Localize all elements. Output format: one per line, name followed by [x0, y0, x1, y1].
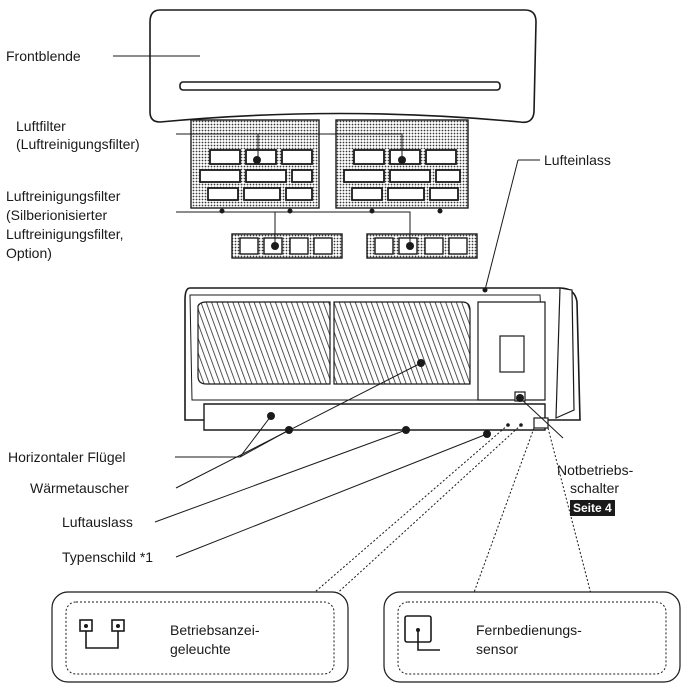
label-luftreinigungsfilter-line2: (Silberionisierter — [6, 207, 108, 223]
label-typenschild: Typenschild *1 — [62, 549, 154, 565]
remote-sensor-callout-box — [383, 591, 681, 683]
label-luftreinigungsfilter-line4: Option) — [6, 245, 52, 261]
label-waermetauscher: Wärmetauscher — [30, 480, 129, 496]
purifying-filters-drawing — [231, 233, 478, 259]
label-fernbedienung-line2: sensor — [476, 641, 519, 657]
label-notbetriebs-line2: schalter — [570, 480, 620, 496]
label-luftreinigungsfilter-line3: Luftreinigungsfilter, — [6, 226, 124, 242]
label-luftauslass: Luftauslass — [62, 514, 133, 530]
callout-guides — [307, 424, 593, 599]
indicator-lamp-callout-box — [51, 591, 349, 683]
front-panel-drawing — [149, 9, 537, 124]
label-luftfilter-line1: Luftfilter — [16, 118, 66, 134]
label-frontblende: Frontblende — [6, 48, 81, 64]
label-luftreinigungsfilter-line1: Luftreinigungsfilter — [6, 188, 121, 204]
label-horizontaler-fluegel: Horizontaler Flügel — [8, 449, 126, 465]
label-betriebsanzeige-line2: geleuchte — [170, 641, 231, 657]
label-notbetriebs-line1: Notbetriebs- — [557, 462, 634, 478]
page-reference-badge: Seite 4 — [570, 500, 615, 516]
indoor-unit-drawing — [184, 287, 581, 438]
leader-lines — [113, 55, 564, 558]
label-betriebsanzeige-line1: Betriebsanzei- — [170, 622, 260, 638]
label-luftfilter-line2: (Luftreinigungsfilter) — [16, 136, 140, 152]
label-fernbedienung-line1: Fernbedienungs- — [476, 622, 582, 638]
label-lufteinlass: Lufteinlass — [544, 152, 611, 168]
